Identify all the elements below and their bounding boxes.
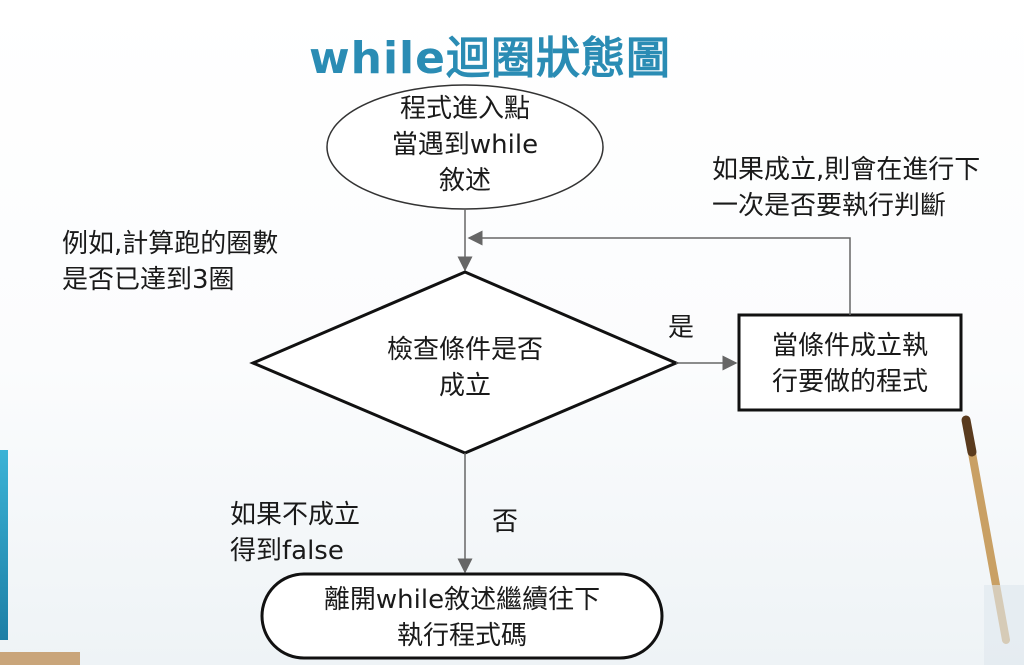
action-line-1: 當條件成立執 [771,331,928,361]
loop-back-annotation: 如果成立,則會在進行下 一次是否要執行判斷 [712,152,980,224]
start-line-3: 敘述 [438,166,491,196]
bottom-left-decoration [0,652,80,665]
end-node-label: 離開while敘述繼續往下 執行程式碼 [272,582,652,654]
brush-decoration [961,415,1024,665]
yes-edge-label: 是 [668,313,695,343]
example-line-1: 例如,計算跑的圈數 [62,229,279,259]
action-line-2: 行要做的程式 [771,367,928,397]
edge-loop-back [467,230,851,315]
loop-back-line-2: 一次是否要執行判斷 [712,191,947,221]
end-line-2: 執行程式碼 [396,621,527,651]
example-annotation: 例如,計算跑的圈數 是否已達到3圈 [62,226,278,298]
action-node-label: 當條件成立執 行要做的程式 [745,328,955,400]
loop-back-line-1: 如果成立,則會在進行下 [712,155,981,185]
example-line-2: 是否已達到3圈 [62,265,235,295]
decision-line-2: 成立 [438,371,491,401]
false-case-annotation: 如果不成立 得到false [230,497,360,569]
end-node [260,572,664,660]
left-edge-decoration [0,450,8,640]
diagram-title: while迴圈狀態圖 [309,33,671,84]
end-line-1: 離開while敘述繼續往下 [323,585,601,615]
decision-line-1: 檢查條件是否 [386,335,543,365]
start-line-2: 當遇到while [391,130,539,160]
decision-node-label: 檢查條件是否 成立 [335,332,595,404]
start-node-label: 程式進入點 當遇到while 敘述 [365,91,565,199]
false-case-line-2: 得到false [230,536,344,566]
no-edge-label: 否 [492,507,519,537]
start-line-1: 程式進入點 [399,94,530,124]
false-case-line-1: 如果不成立 [230,500,361,530]
